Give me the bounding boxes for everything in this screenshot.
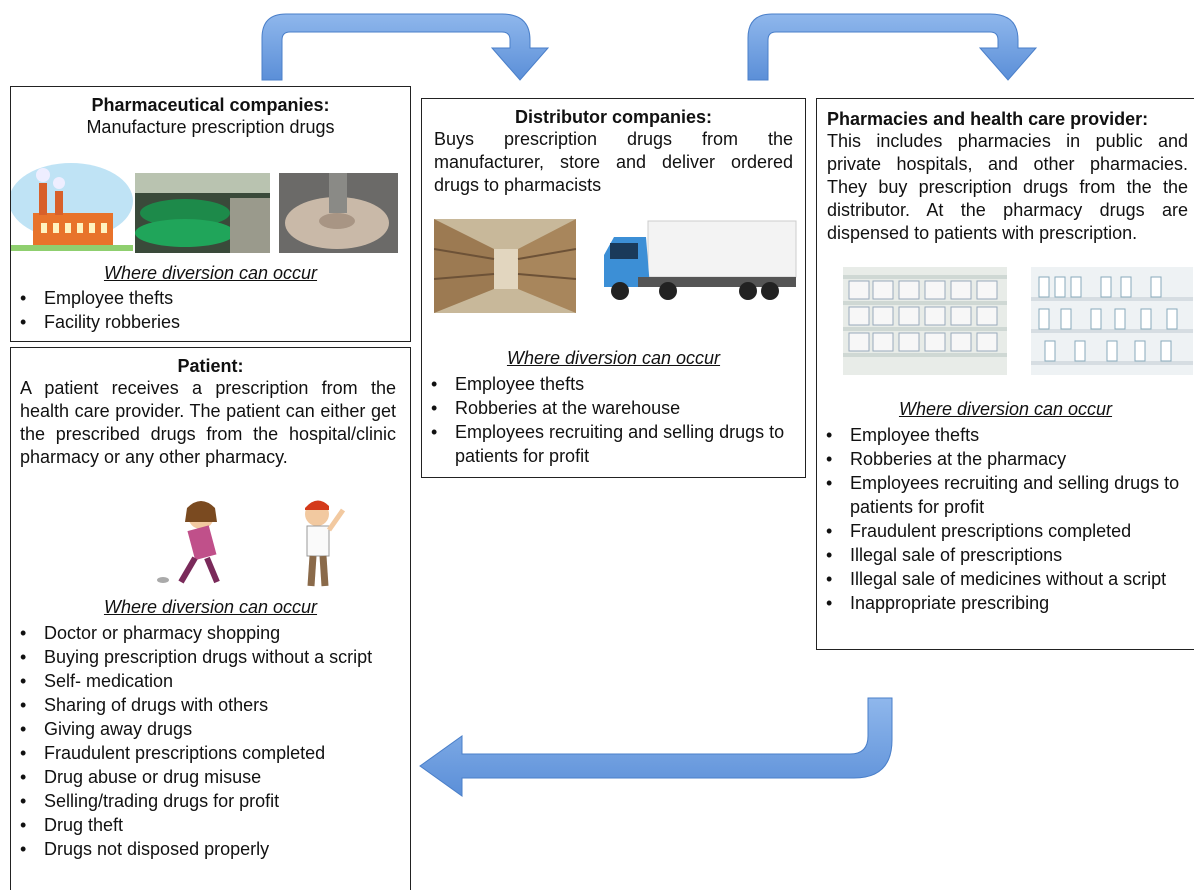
- factory-image: [11, 161, 133, 251]
- pharmacies-where-heading: Where diversion can occur: [898, 399, 1113, 419]
- list-item: Giving away drugs: [11, 717, 380, 741]
- list-item: Illegal sale of medicines without a scri…: [817, 567, 1186, 591]
- distributor-box: Distributor companies: Buys prescription…: [421, 98, 806, 478]
- list-item: Employee thefts: [817, 423, 1186, 447]
- pharmacy-shelves-image-2: [1031, 267, 1193, 375]
- arrow-pharmacies-to-patient: [419, 697, 893, 797]
- sick-patient-cartoon: [287, 498, 351, 592]
- list-item: Buying prescription drugs without a scri…: [11, 645, 380, 669]
- patient-desc: A patient receives a prescription from t…: [20, 378, 396, 467]
- list-item: Fraudulent prescriptions completed: [817, 519, 1186, 543]
- distributor-list: Employee thefts Robberies at the warehou…: [422, 372, 795, 468]
- list-item: Employees recruiting and selling drugs t…: [817, 471, 1186, 519]
- patient-box: Patient: A patient receives a prescripti…: [10, 347, 411, 890]
- list-item: Inappropriate prescribing: [817, 591, 1186, 615]
- list-item: Sharing of drugs with others: [11, 693, 380, 717]
- pharma-title: Pharmaceutical companies:: [91, 95, 330, 115]
- list-item: Doctor or pharmacy shopping: [11, 621, 380, 645]
- list-item: Selling/trading drugs for profit: [11, 789, 380, 813]
- arrow-distributor-to-pharmacies: [747, 13, 1038, 81]
- arrow-pharma-to-distributor: [261, 13, 550, 81]
- list-item: Employee thefts: [422, 372, 795, 396]
- drowsy-patient-cartoon: [151, 498, 261, 590]
- bottling-line-image: [135, 173, 270, 253]
- list-item: Facility robberies: [11, 310, 410, 334]
- patient-list: Doctor or pharmacy shopping Buying presc…: [11, 621, 380, 861]
- list-item: Self- medication: [11, 669, 380, 693]
- list-item: Drug theft: [11, 813, 380, 837]
- pharmacies-title: Pharmacies and health care provider:: [827, 109, 1149, 129]
- pharmacies-list: Employee thefts Robberies at the pharmac…: [817, 423, 1186, 615]
- patient-title: Patient:: [177, 356, 244, 376]
- pharmacies-box: Pharmacies and health care provider: Thi…: [816, 98, 1194, 650]
- patient-where-heading: Where diversion can occur: [103, 597, 318, 617]
- list-item: Fraudulent prescriptions completed: [11, 741, 380, 765]
- list-item: Employee thefts: [11, 286, 410, 310]
- pharmacies-desc: This includes pharmacies in public and p…: [827, 131, 1188, 243]
- list-item: Illegal sale of prescriptions: [817, 543, 1186, 567]
- pharma-desc: Manufacture prescription drugs: [86, 117, 335, 137]
- pharma-where-heading: Where diversion can occur: [103, 263, 318, 283]
- distributor-title: Distributor companies:: [514, 107, 713, 127]
- pharma-box: Pharmaceutical companies: Manufacture pr…: [10, 86, 411, 342]
- list-item: Robberies at the warehouse: [422, 396, 795, 420]
- truck-image: [598, 215, 798, 315]
- pharmacy-shelves-image-1: [843, 267, 1007, 375]
- distributor-where-heading: Where diversion can occur: [506, 348, 721, 368]
- warehouse-image: [434, 219, 576, 313]
- distributor-desc: Buys prescription drugs from the manufac…: [434, 129, 793, 195]
- pill-drum-image: [279, 173, 398, 253]
- pharma-list: Employee thefts Facility robberies: [11, 286, 410, 334]
- list-item: Drugs not disposed properly: [11, 837, 380, 861]
- list-item: Drug abuse or drug misuse: [11, 765, 380, 789]
- list-item: Employees recruiting and selling drugs t…: [422, 420, 795, 468]
- list-item: Robberies at the pharmacy: [817, 447, 1186, 471]
